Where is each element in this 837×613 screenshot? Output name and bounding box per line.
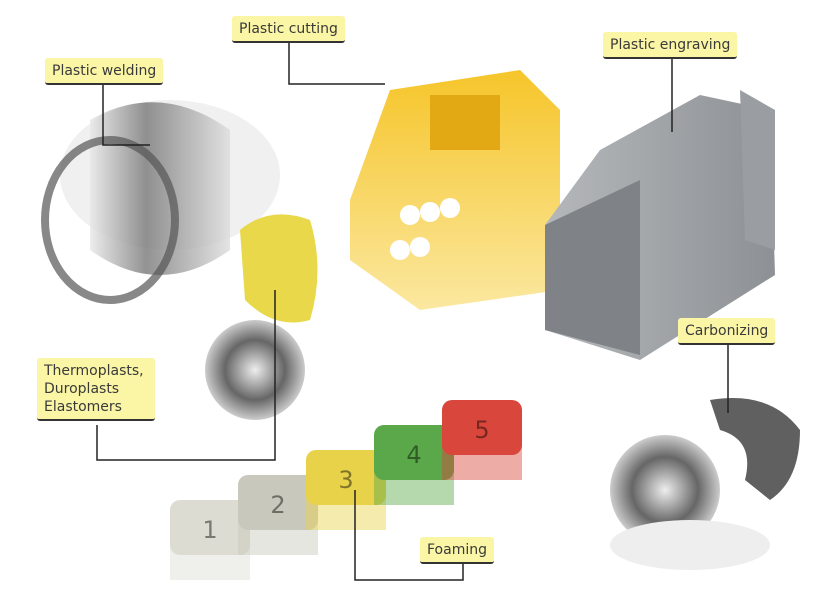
key-number: 4 — [406, 441, 421, 469]
key-number: 1 — [202, 516, 217, 544]
label-plastic-cutting: Plastic cutting — [232, 16, 345, 43]
key-5: 5 — [442, 400, 522, 480]
carbonizing-part — [610, 398, 800, 570]
yellow-module — [350, 70, 560, 310]
key-3: 3 — [306, 450, 386, 530]
label-plastic-welding: Plastic welding — [45, 58, 164, 85]
label-carbonizing: Carbonizing — [678, 318, 776, 345]
gray-module — [545, 90, 775, 360]
key-number: 3 — [338, 466, 353, 494]
label-foaming: Foaming — [420, 537, 494, 564]
leader-lines — [96, 42, 729, 581]
keypad-keys: 1 2 3 4 5 — [170, 400, 522, 580]
key-number: 5 — [474, 416, 489, 444]
key-2: 2 — [238, 475, 318, 555]
key-1: 1 — [170, 500, 250, 580]
label-materials: Thermoplasts, Duroplasts Elastomers — [37, 358, 155, 421]
label-plastic-engraving: Plastic engraving — [603, 32, 738, 59]
key-number: 2 — [270, 491, 285, 519]
key-4: 4 — [374, 425, 454, 505]
